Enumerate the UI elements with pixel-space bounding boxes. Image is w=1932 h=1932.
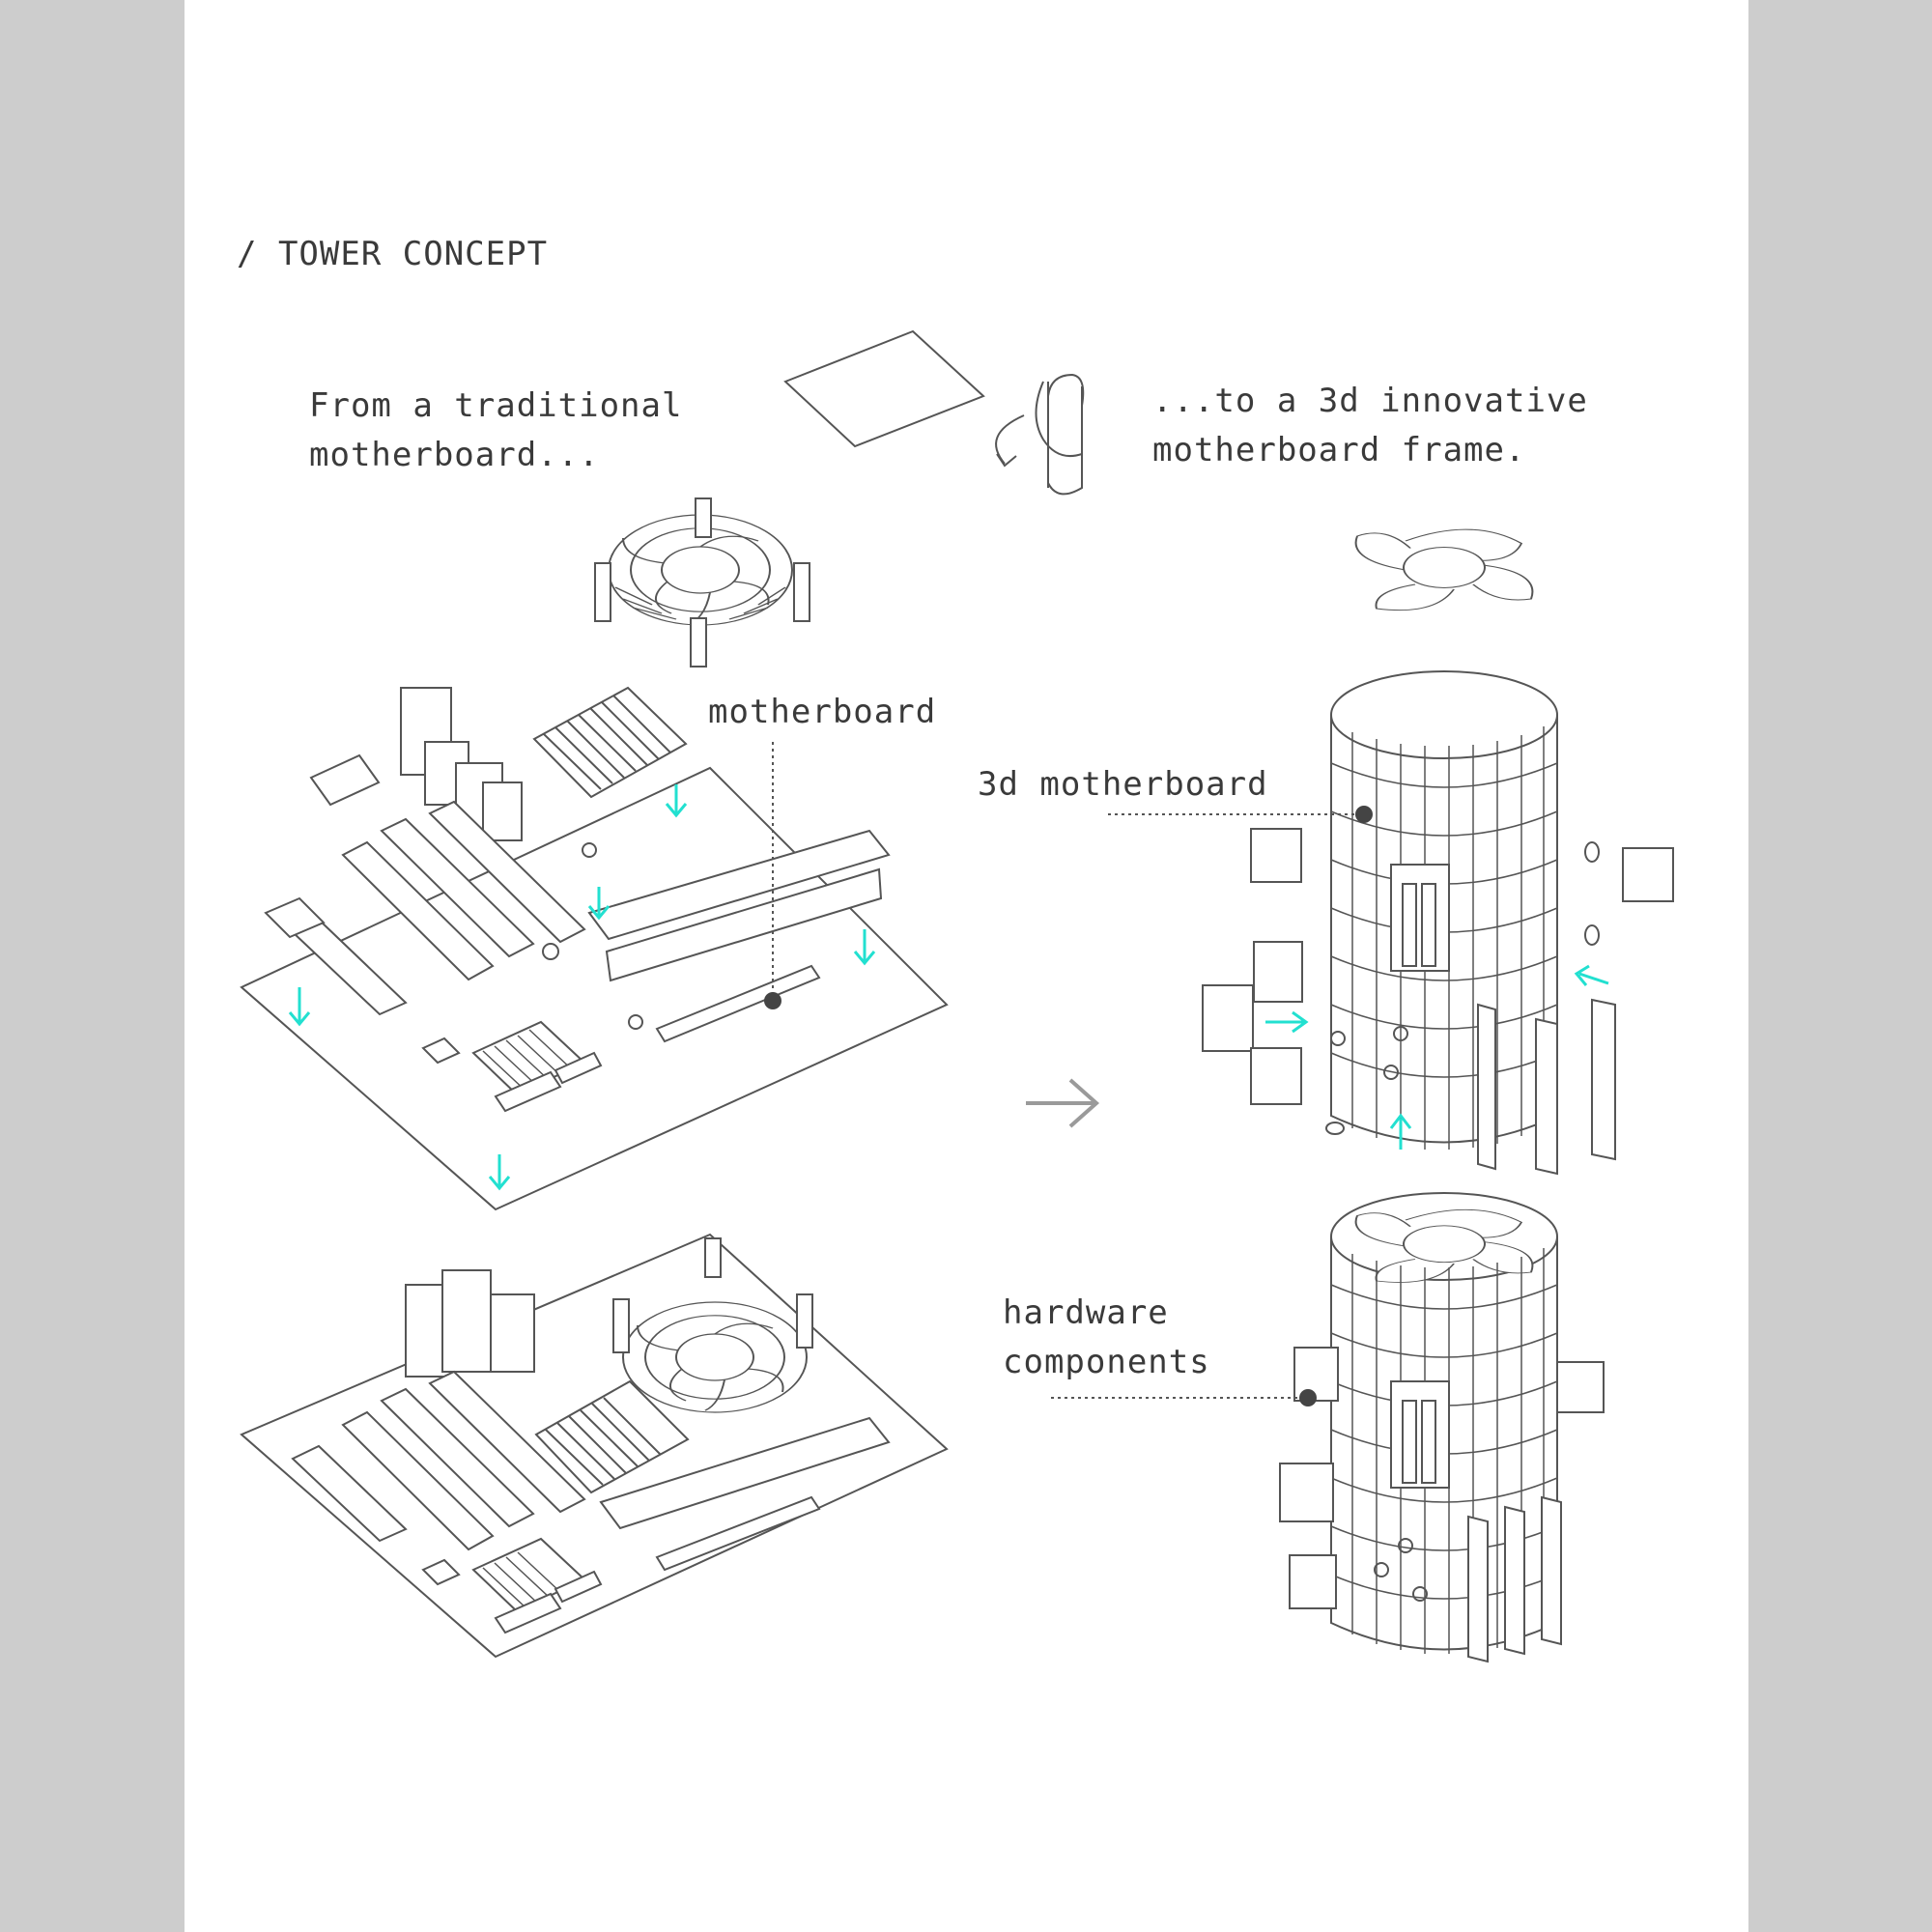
motherboard-3d-label: 3d motherboard	[978, 765, 1268, 804]
hardware-label-line-2: components	[1003, 1343, 1210, 1381]
motherboard-3d-callout	[1108, 806, 1373, 823]
cylinder-frame-exploded	[1202, 670, 1674, 1176]
cpu-fan-top	[608, 514, 793, 626]
install-arrows-left	[288, 784, 876, 1191]
motherboard-callout	[764, 742, 781, 1009]
install-arrows-right	[1265, 964, 1609, 1150]
transition-arrow	[1026, 1078, 1100, 1128]
fan-3d-top	[1354, 528, 1534, 611]
flat-to-roll-icon	[783, 329, 1085, 496]
cylinder-assembled	[1279, 1192, 1605, 1663]
fan-posts-top	[594, 497, 810, 668]
motherboard-assembled	[240, 1233, 949, 1659]
intro-right-line-1: ...to a 3d innovative	[1152, 382, 1588, 420]
motherboard-label: motherboard	[708, 693, 937, 731]
hardware-label-line-1: hardware	[1003, 1293, 1169, 1332]
hardware-callout	[1051, 1389, 1317, 1406]
intro-left-line-1: From a traditional	[309, 386, 683, 425]
intro-right-line-2: motherboard frame.	[1152, 431, 1526, 469]
motherboard-exploded	[240, 686, 949, 1211]
intro-left-line-2: motherboard...	[309, 436, 600, 474]
page-heading: / TOWER CONCEPT	[237, 235, 549, 273]
